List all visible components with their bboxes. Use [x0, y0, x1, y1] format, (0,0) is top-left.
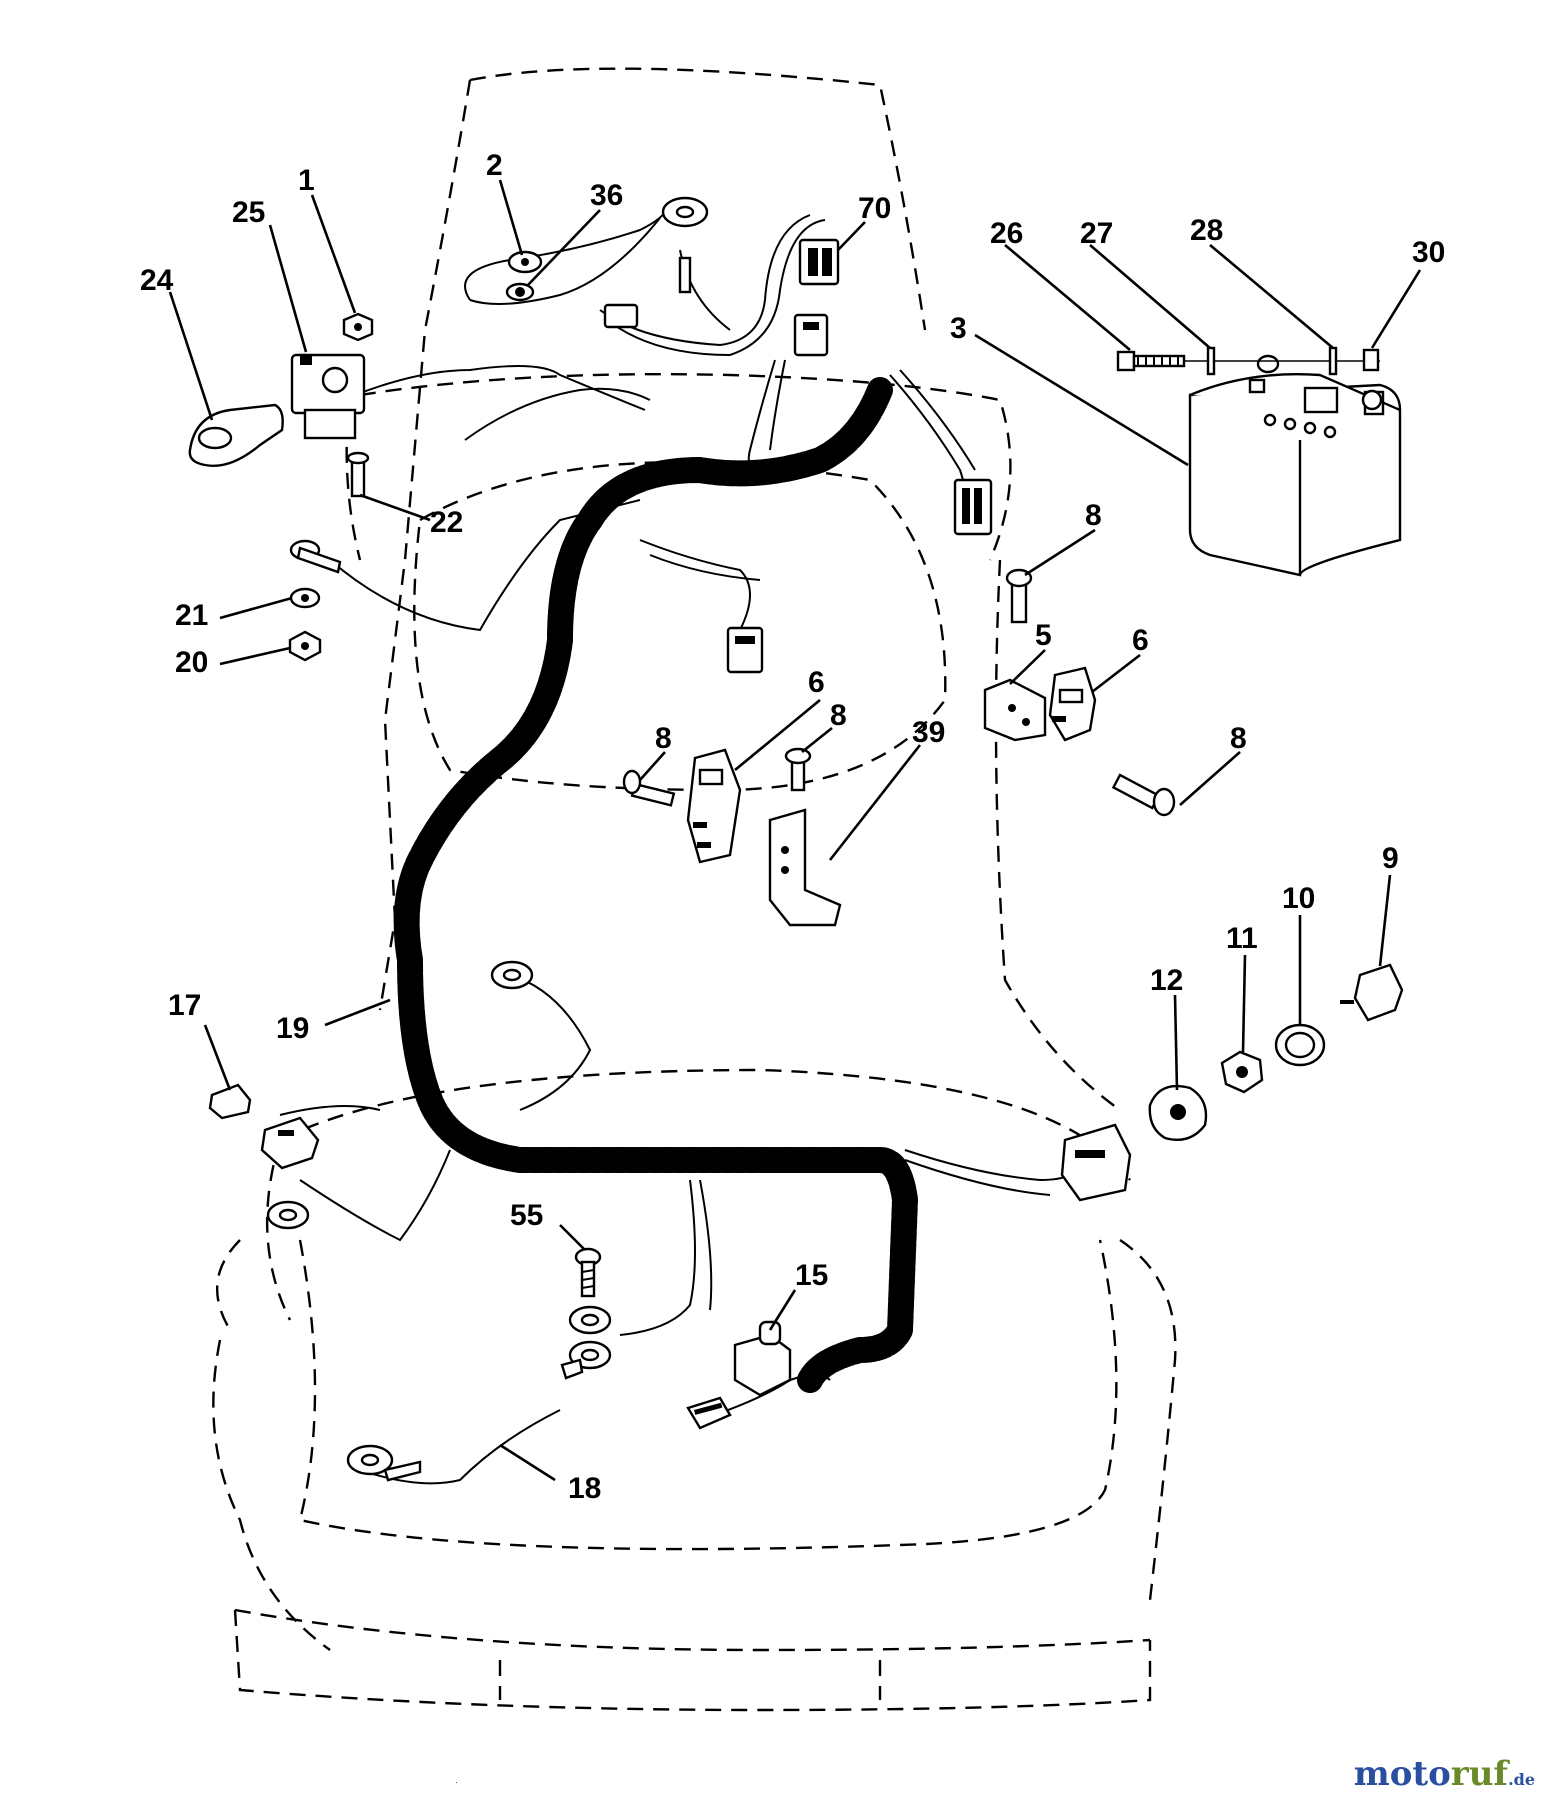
- callout-24: 24: [140, 264, 174, 297]
- callout-22: 22: [430, 506, 463, 539]
- callout-20: 20: [175, 646, 208, 679]
- battery-bolt-hardware-icon: [1116, 346, 1380, 376]
- callout-8-left: 8: [655, 722, 672, 755]
- watermark-brand-a: moto: [1353, 1754, 1451, 1794]
- leader-lines: [168, 179, 1422, 1482]
- callout-18: 18: [568, 1472, 601, 1505]
- callout-39: 39: [912, 716, 945, 749]
- bolt-icon: [622, 568, 1176, 817]
- callout-21: 21: [175, 599, 208, 632]
- callout-26: 26: [990, 217, 1023, 250]
- callout-17: 17: [168, 989, 201, 1022]
- ring-terminal-icon: [266, 960, 612, 1482]
- watermark-brand-b: ruf: [1450, 1754, 1509, 1794]
- seat-switch-icon: [686, 1320, 792, 1430]
- callout-15: 15: [795, 1259, 828, 1292]
- connector-icon: [603, 238, 993, 674]
- interlock-switch-icon: [686, 666, 1097, 864]
- callout-36: 36: [590, 179, 623, 212]
- starter-solenoid-icon: [290, 353, 366, 440]
- callout-27: 27: [1080, 217, 1113, 250]
- callout-8-right: 8: [1230, 722, 1247, 755]
- motoruf-watermark: motoruf.de: [1354, 1754, 1535, 1794]
- callout-70: 70: [858, 192, 891, 225]
- mounting-bracket-icon: [768, 678, 1047, 927]
- stray-mark: ·: [455, 1778, 458, 1787]
- callout-6-center: 6: [808, 666, 825, 699]
- main-harness: [393, 377, 918, 1393]
- battery-cable-boot-icon: [188, 403, 284, 467]
- callout-12: 12: [1150, 964, 1183, 997]
- fuse-holder-icon: [208, 1083, 320, 1170]
- callout-9: 9: [1382, 842, 1399, 875]
- callout-28: 28: [1190, 214, 1223, 247]
- callout-25: 25: [232, 196, 265, 229]
- ground-screw-icon: [574, 1247, 602, 1298]
- callout-55: 55: [510, 1199, 543, 1232]
- callout-numbers: 1 2 36 70 25 24 26 27 28 30 3 22 21 20 8…: [140, 149, 1445, 1505]
- callout-19: 19: [276, 1012, 309, 1045]
- callout-6-right: 6: [1132, 624, 1149, 657]
- parts: [188, 196, 1404, 1482]
- ground-terminal-icon: [505, 196, 709, 302]
- callout-11: 11: [1226, 922, 1258, 955]
- screw-icon: [346, 451, 370, 498]
- callout-5: 5: [1035, 619, 1052, 652]
- callout-8-top: 8: [1085, 499, 1102, 532]
- callout-2: 2: [486, 149, 503, 182]
- ignition-key-switch-icon: [1148, 963, 1404, 1142]
- nut-icon: [342, 312, 374, 342]
- callout-1: 1: [298, 164, 315, 197]
- battery-icon: [1188, 354, 1402, 577]
- callout-3: 3: [950, 312, 967, 345]
- harness-connector-icon: [1060, 1123, 1132, 1202]
- watermark-suffix: .de: [1508, 1770, 1535, 1789]
- callout-10: 10: [1282, 882, 1315, 915]
- callout-8-center: 8: [830, 699, 847, 732]
- ring-terminal-washer-nut-icon: [288, 539, 342, 662]
- callout-30: 30: [1412, 236, 1445, 269]
- wiring: [279, 211, 1071, 1485]
